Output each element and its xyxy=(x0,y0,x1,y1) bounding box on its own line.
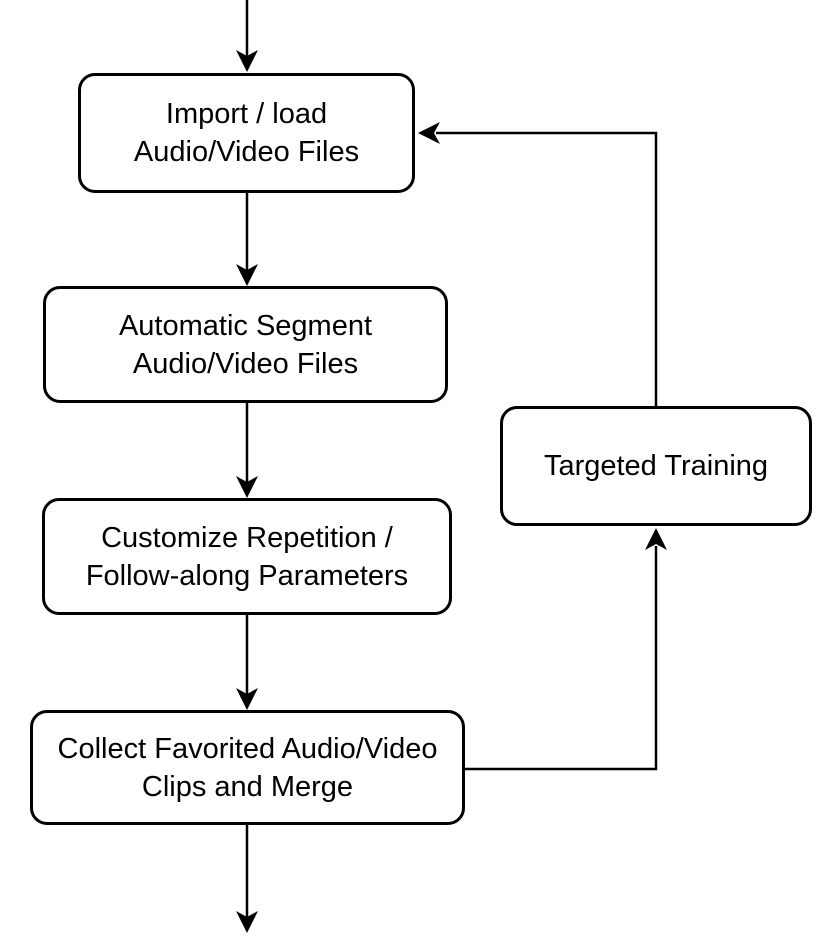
node-collect-merge: Collect Favorited Audio/Video Clips and … xyxy=(30,710,465,825)
arrowhead-down-into-import xyxy=(236,50,258,72)
edge-collect-to-training-line xyxy=(465,546,658,771)
node-auto-segment: Automatic Segment Audio/Video Files xyxy=(43,286,448,403)
arrowhead-down-into-customize xyxy=(236,476,258,498)
arrowhead-down-exit xyxy=(236,911,258,933)
node-customize-params: Customize Repetition / Follow-along Para… xyxy=(42,498,452,615)
node-targeted-training-label: Targeted Training xyxy=(543,450,769,482)
arrowhead-down-into-collect xyxy=(236,688,258,710)
node-collect-merge-label: Collect Favorited Audio/Video Clips and … xyxy=(57,732,438,803)
edge-training-to-import-line xyxy=(436,131,658,406)
arrowhead-up-into-training xyxy=(645,528,667,550)
node-customize-params-label: Customize Repetition / Follow-along Para… xyxy=(85,521,409,592)
node-targeted-training: Targeted Training xyxy=(500,406,812,526)
node-import-load-label: Import / load Audio/Video Files xyxy=(133,98,360,168)
arrowhead-down-into-segment xyxy=(236,264,258,286)
node-import-load: Import / load Audio/Video Files xyxy=(78,73,415,193)
node-auto-segment-label: Automatic Segment Audio/Video Files xyxy=(118,309,373,380)
arrowhead-left-into-import xyxy=(418,122,440,144)
